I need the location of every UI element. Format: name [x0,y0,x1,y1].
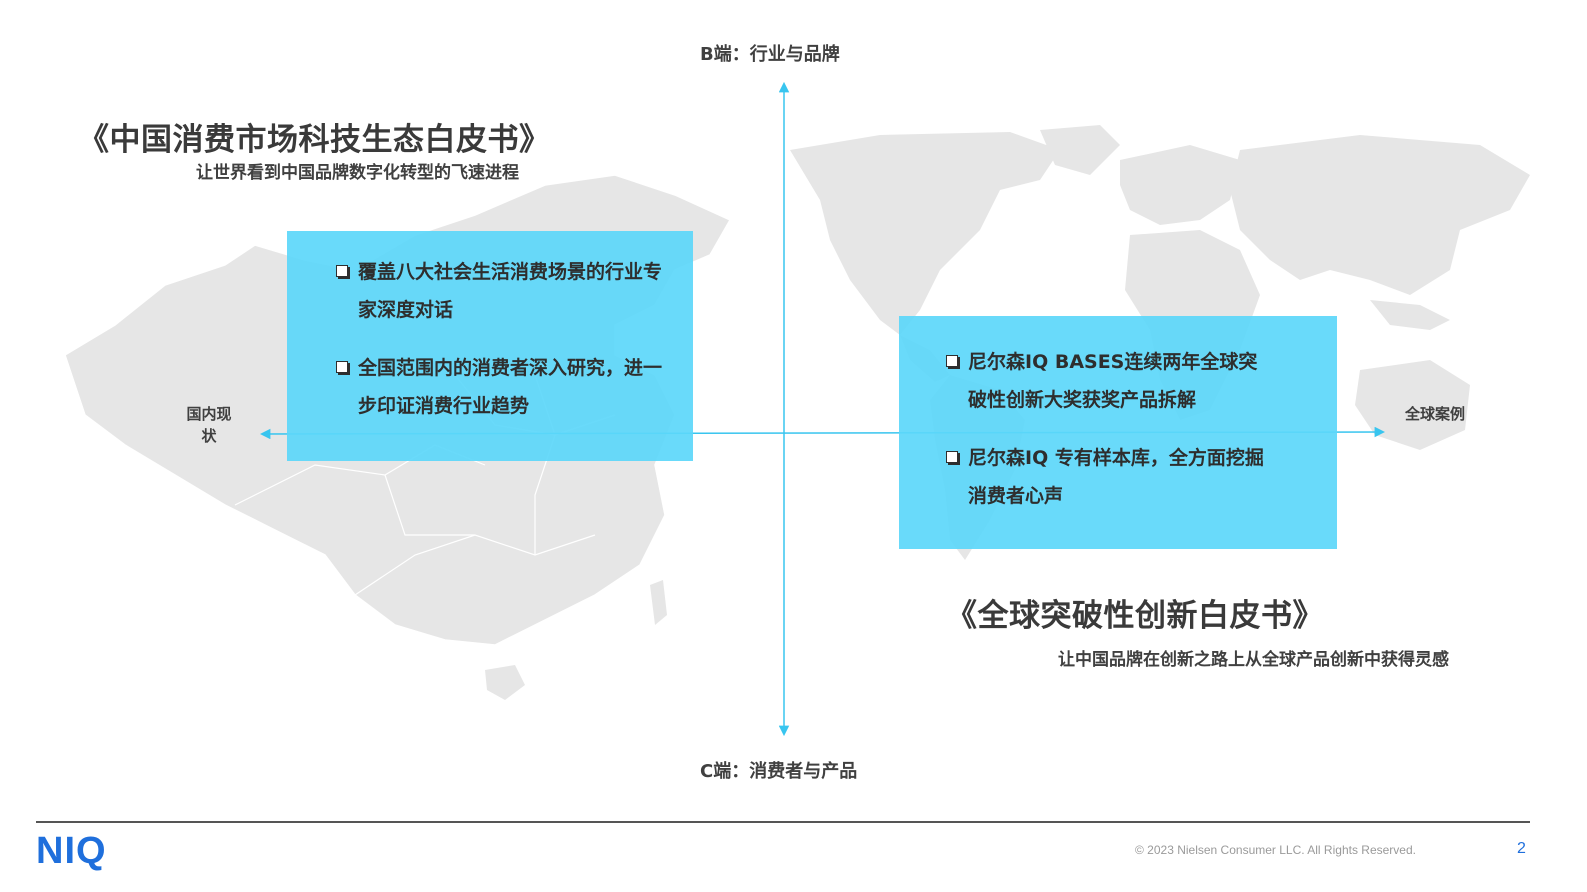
right-title: 《全球突破性创新白皮书》 [946,598,1324,634]
left-bullet-2: 全国范围内的消费者深入研究，进一步印证消费行业趋势 [336,349,666,425]
checkbox-icon [336,265,348,277]
footer-divider [36,821,1530,823]
page-number: 2 [1517,840,1526,857]
left-bullet-1: 覆盖八大社会生活消费场景的行业专家深度对话 [336,253,666,329]
left-subtitle: 让世界看到中国品牌数字化转型的飞速进程 [196,163,519,183]
checkbox-icon [336,361,348,373]
axis-label-top: B端：行业与品牌 [700,44,840,65]
right-subtitle: 让中国品牌在创新之路上从全球产品创新中获得灵感 [1058,650,1449,670]
right-highlight-box [899,316,1337,549]
right-bullet-2: 尼尔森IQ 专有样本库，全方面挖掘消费者心声 [946,439,1266,515]
right-bullet-1: 尼尔森IQ BASES连续两年全球突破性创新大奖获奖产品拆解 [946,343,1266,419]
axis-label-left: 国内现状 [186,405,232,445]
checkbox-icon [946,451,958,463]
checkbox-icon [946,355,958,367]
axis-label-right: 全球案例 [1405,405,1466,423]
left-title: 《中国消费市场科技生态白皮书》 [78,122,551,158]
copyright-text: © 2023 Nielsen Consumer LLC. All Rights … [1135,843,1416,857]
left-highlight-box [287,231,693,461]
niq-logo: NIQ [36,830,107,872]
axis-label-bottom: C端：消费者与产品 [700,761,858,782]
